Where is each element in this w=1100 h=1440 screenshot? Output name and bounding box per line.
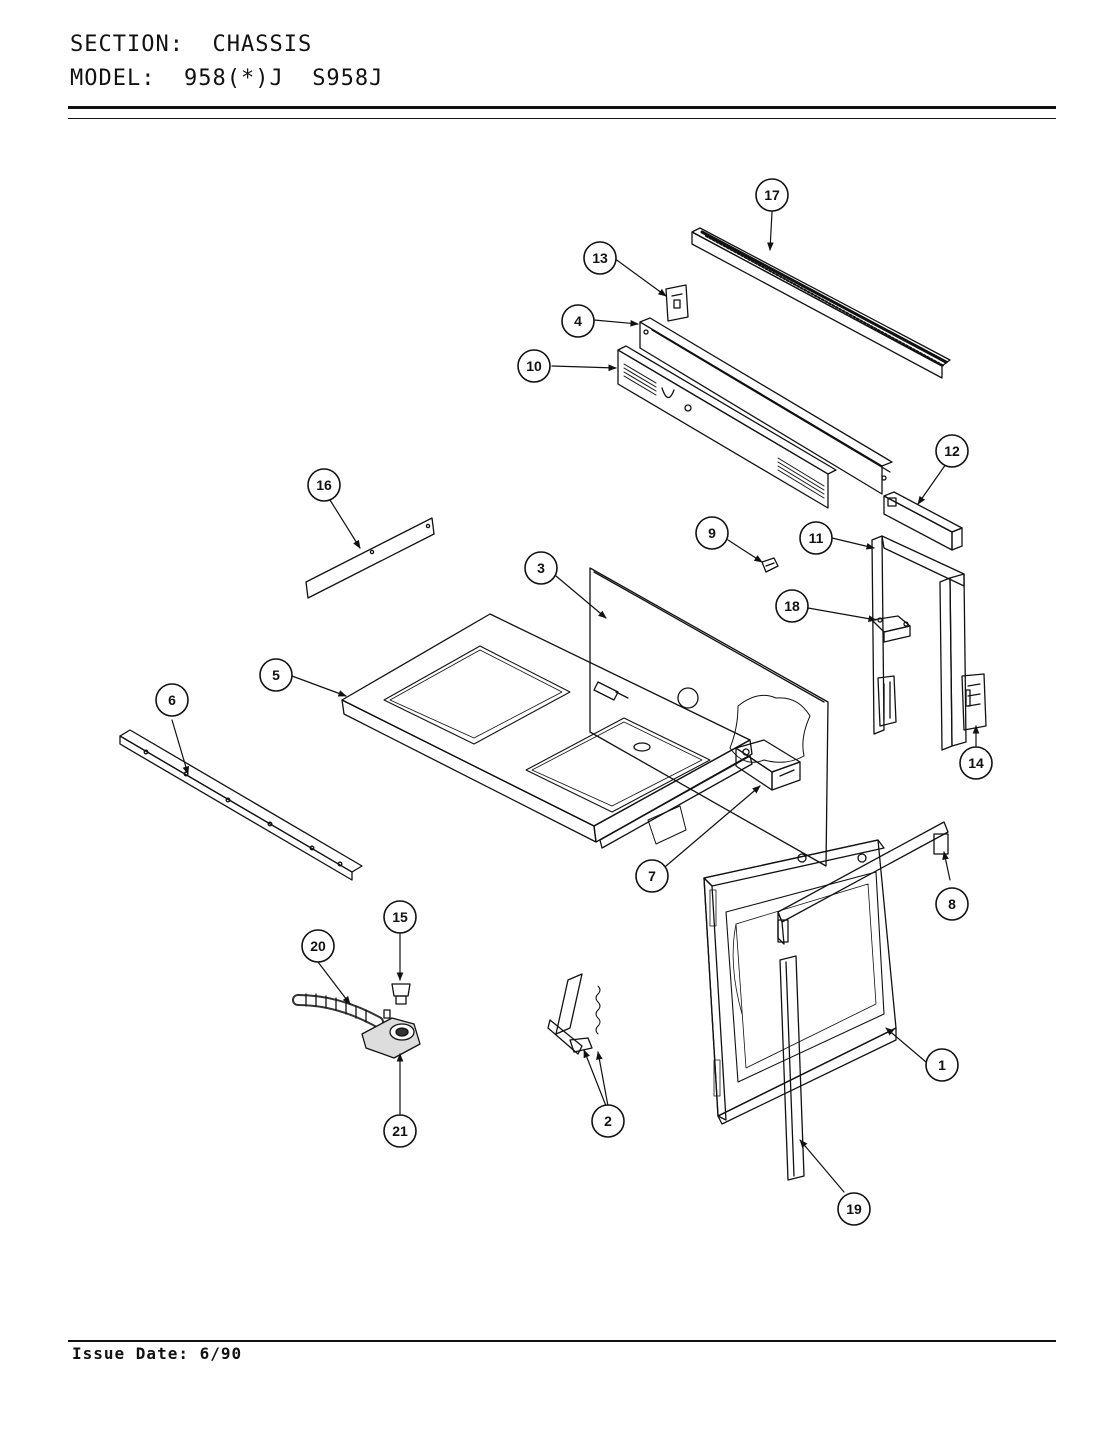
part-11-side-channel <box>871 535 967 751</box>
issue-date-value: 6/90 <box>199 1344 243 1363</box>
part-19-vertical-strip <box>779 955 805 1181</box>
part-17-trim-strip <box>691 227 951 379</box>
callout-4: 4 <box>561 304 595 338</box>
svg-text:6: 6 <box>168 692 176 708</box>
svg-text:3: 3 <box>537 560 545 576</box>
callout-14: 14 <box>959 746 993 780</box>
svg-text:9: 9 <box>708 525 716 541</box>
svg-text:20: 20 <box>310 938 326 954</box>
header-rule-bottom <box>68 118 1056 119</box>
model-value: 958(*)J S958J <box>183 66 384 91</box>
callout-12: 12 <box>935 434 969 468</box>
callout-10: 10 <box>517 349 551 383</box>
part-18-hinge <box>871 615 911 643</box>
part-15-bushing <box>391 983 411 1005</box>
svg-text:17: 17 <box>764 187 780 203</box>
svg-text:11: 11 <box>809 530 824 546</box>
part-8-cross-bar <box>777 821 949 945</box>
part-7-bracket <box>735 739 801 791</box>
callouts: 17 13 4 10 12 16 9 11 3 18 5 6 14 7 8 15… <box>155 178 993 1226</box>
part-5-top-panel <box>341 613 753 849</box>
callout-3: 3 <box>524 551 558 585</box>
part-16-strip <box>305 517 435 599</box>
svg-text:14: 14 <box>968 755 984 771</box>
section-label: SECTION: <box>70 32 184 57</box>
header-rule-top <box>68 106 1056 109</box>
svg-text:4: 4 <box>574 313 582 329</box>
part-3-back-panel <box>589 567 829 867</box>
callout-9: 9 <box>695 516 729 550</box>
model-label: MODEL: <box>70 66 156 91</box>
svg-text:5: 5 <box>272 667 280 683</box>
svg-text:16: 16 <box>316 477 332 493</box>
callout-18: 18 <box>775 589 809 623</box>
callout-16: 16 <box>307 468 341 502</box>
part-6-side-rail <box>119 729 363 881</box>
part-20-hose <box>292 993 384 1028</box>
issue-date: Issue Date: 6/90 <box>72 1344 242 1363</box>
model-title: MODEL: 958(*)J S958J <box>70 66 383 91</box>
leader-lines <box>171 211 980 1193</box>
svg-text:2: 2 <box>604 1113 612 1129</box>
svg-text:21: 21 <box>392 1123 408 1139</box>
part-9-clip <box>761 557 779 573</box>
callout-19: 19 <box>837 1192 871 1226</box>
callout-15: 15 <box>383 900 417 934</box>
svg-text:1: 1 <box>938 1057 946 1073</box>
svg-text:15: 15 <box>392 909 408 925</box>
callout-7: 7 <box>635 859 669 893</box>
svg-text:8: 8 <box>948 896 956 912</box>
part-2-hinge-springs <box>547 973 601 1055</box>
svg-text:7: 7 <box>648 868 656 884</box>
callout-20: 20 <box>301 929 335 963</box>
svg-text:12: 12 <box>944 443 960 459</box>
part-21-valve <box>361 1009 421 1059</box>
callout-21: 21 <box>383 1114 417 1148</box>
part-4-top-rail <box>639 317 893 495</box>
callout-11: 11 <box>799 521 833 555</box>
section-value: CHASSIS <box>212 32 313 57</box>
part-14-latch <box>961 673 987 731</box>
callout-13: 13 <box>583 241 617 275</box>
callout-17: 17 <box>755 178 789 212</box>
callout-2: 2 <box>591 1104 625 1138</box>
svg-text:18: 18 <box>784 598 800 614</box>
section-title: SECTION: CHASSIS <box>70 32 312 57</box>
callout-6: 6 <box>155 683 189 717</box>
part-10-panel-back <box>617 345 837 509</box>
part-13-bracket <box>665 284 689 322</box>
svg-text:10: 10 <box>526 358 542 374</box>
callout-8: 8 <box>935 887 969 921</box>
svg-text:19: 19 <box>846 1201 862 1217</box>
callout-1: 1 <box>925 1048 959 1082</box>
part-12-side-bracket <box>883 491 963 551</box>
svg-text:13: 13 <box>592 250 608 266</box>
issue-date-label: Issue Date: <box>72 1344 189 1363</box>
callout-5: 5 <box>259 658 293 692</box>
footer-rule <box>68 1340 1056 1342</box>
